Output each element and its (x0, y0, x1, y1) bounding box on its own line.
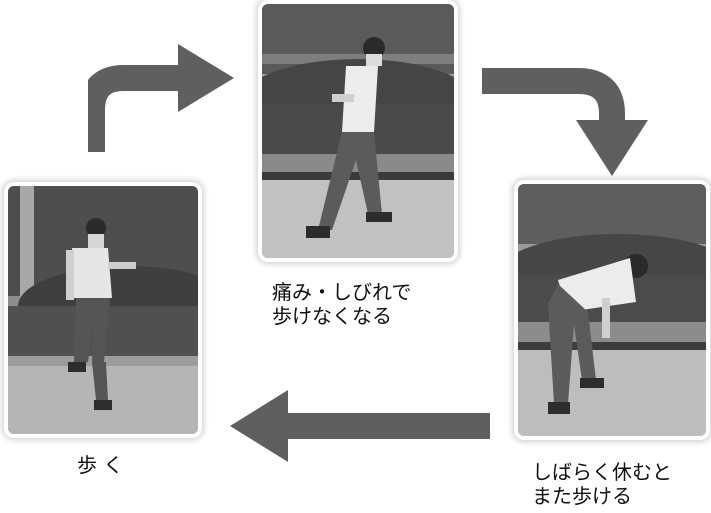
caption-walk: 歩 く (77, 453, 123, 477)
caption-pain-line-2: 歩けなくなる (272, 304, 392, 328)
photo-walking (8, 186, 198, 434)
caption-rest: しばらく休むと また歩ける (532, 460, 672, 508)
caption-walk-text: 歩 く (77, 453, 124, 477)
cycle-arrow-rest-to-walk (230, 390, 490, 462)
photo-walking-card (4, 182, 202, 438)
photo-resting-card (514, 180, 710, 440)
caption-pain-line-1: 痛み・しびれで (272, 280, 412, 304)
photo-resting (518, 184, 706, 436)
photo-pain (262, 4, 454, 258)
caption-rest-line-1: しばらく休むと (532, 460, 672, 484)
photo-pain-card (258, 0, 458, 262)
cycle-arrow-walk-to-pain (88, 44, 234, 152)
caption-pain: 痛み・しびれで 歩けなくなる (272, 280, 411, 328)
caption-rest-line-2: また歩ける (532, 484, 632, 508)
cycle-arrow-pain-to-rest (482, 68, 648, 176)
